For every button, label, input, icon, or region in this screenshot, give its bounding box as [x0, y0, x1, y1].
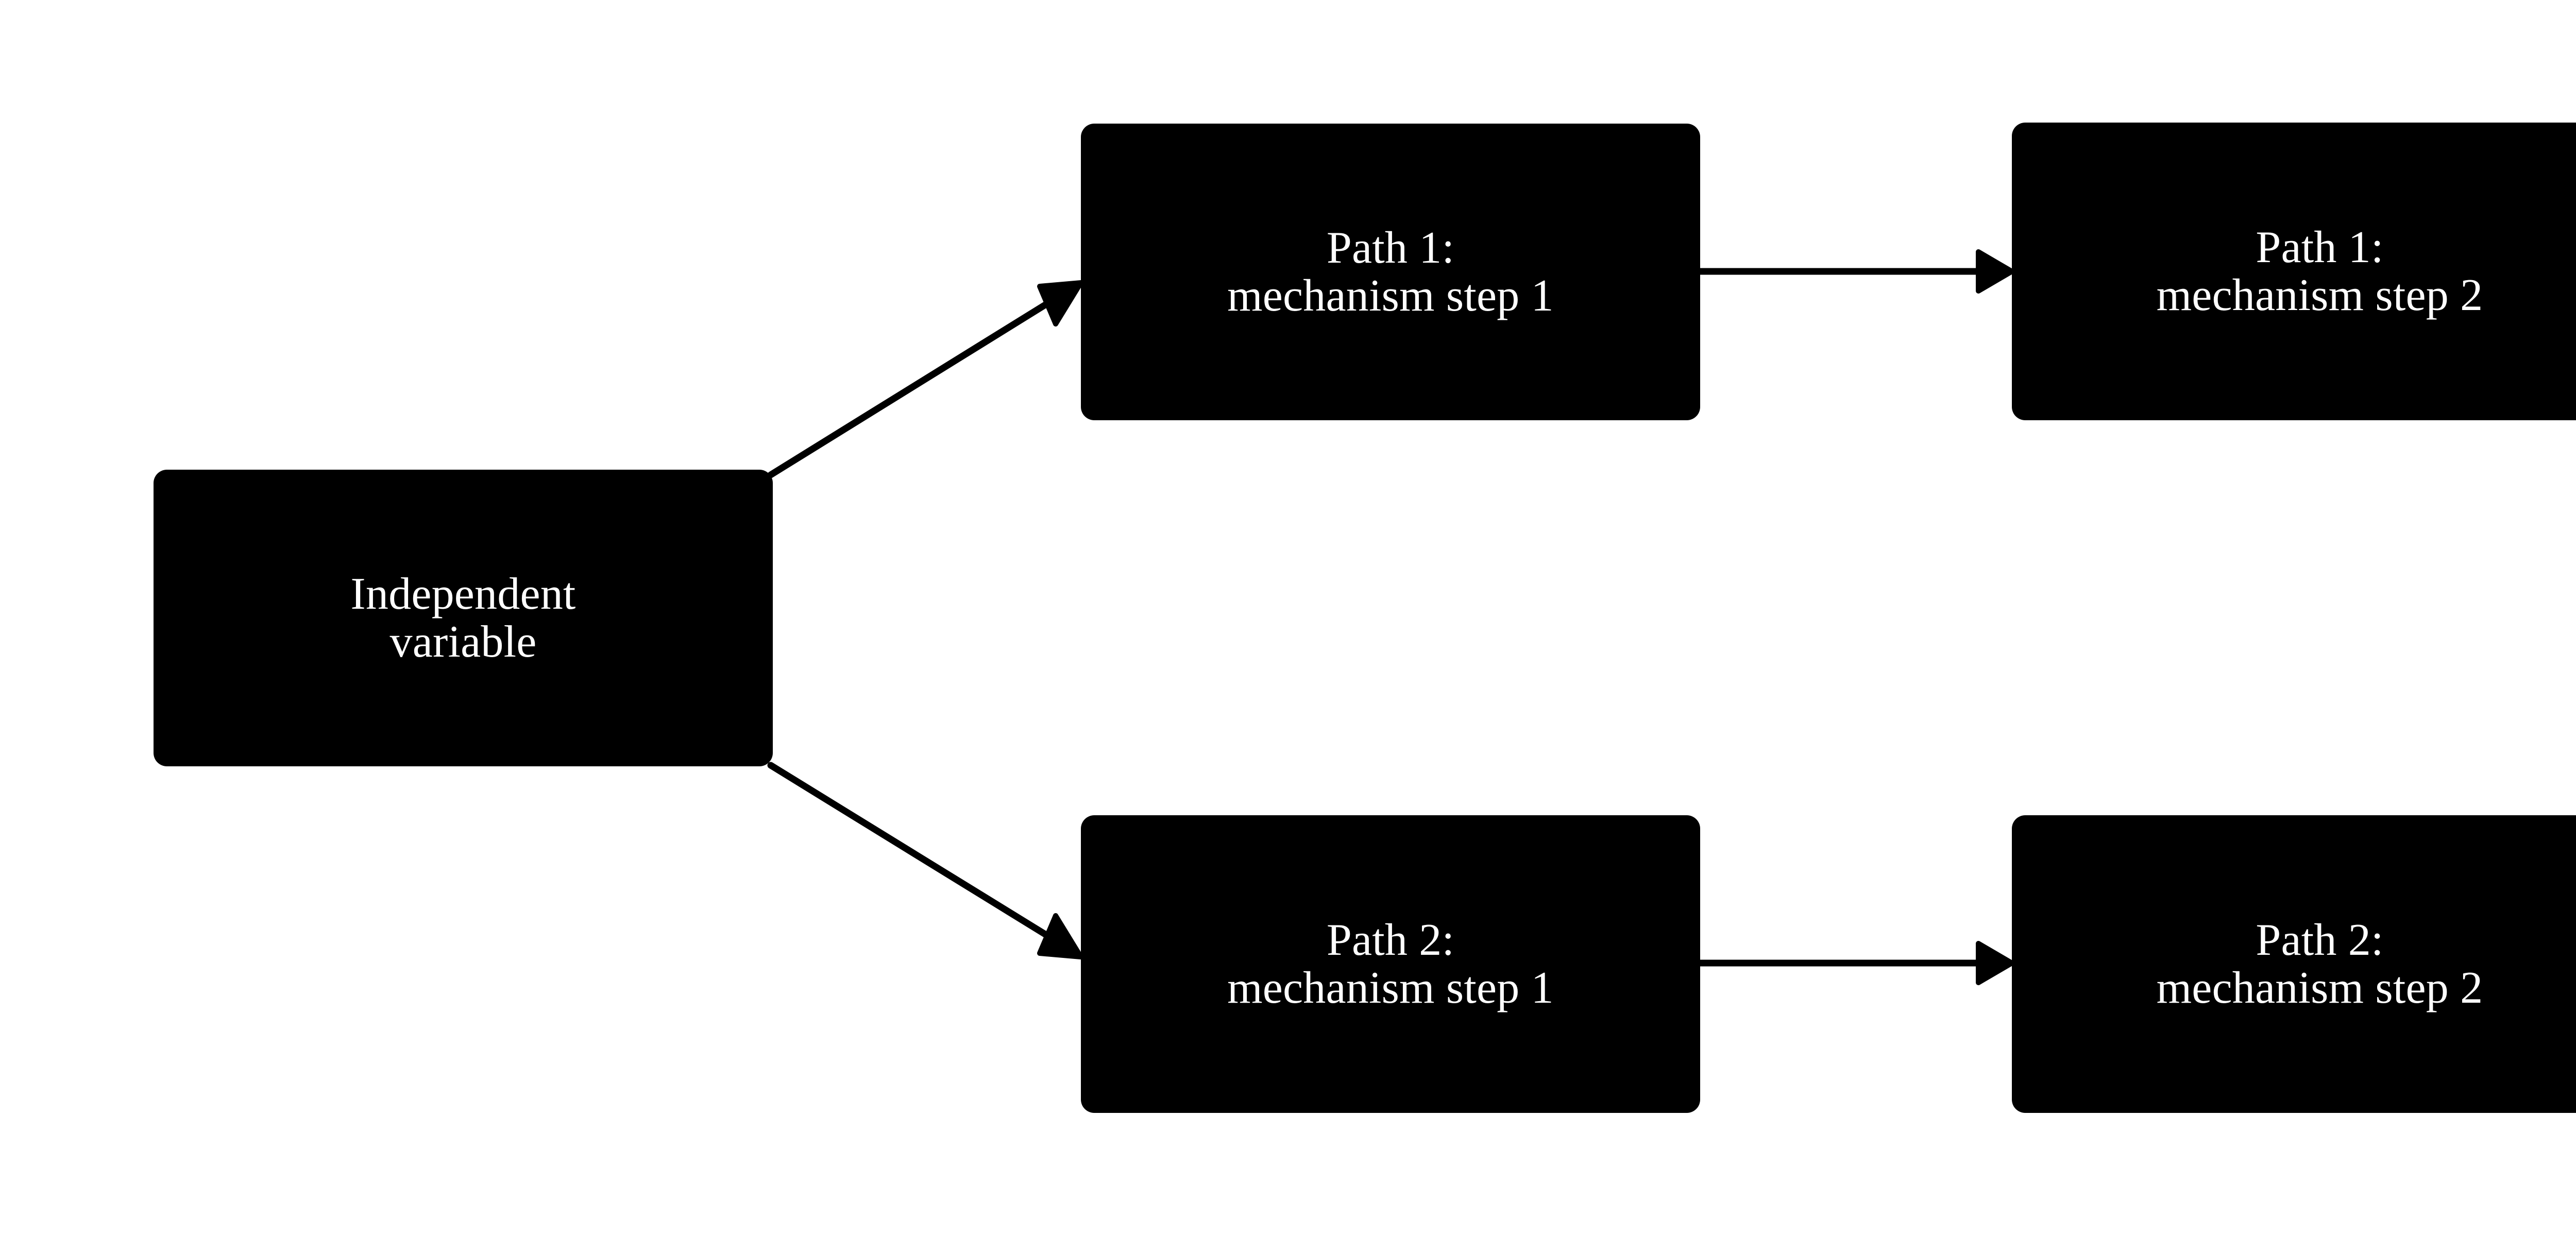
edge-line: [767, 762, 1052, 940]
edge-line: [767, 299, 1052, 478]
node-path2-mechanism-step-1[interactable]: Path 2: mechanism step 1: [1081, 815, 1700, 1113]
arrowhead-icon: [1976, 941, 2014, 985]
node-label: Independent variable: [350, 569, 576, 667]
node-label: Path 1: mechanism step 2: [2156, 222, 2483, 320]
arrowhead-icon: [1037, 280, 1083, 327]
arrowhead-icon: [1976, 249, 2014, 294]
node-path1-mechanism-step-1[interactable]: Path 1: mechanism step 1: [1081, 124, 1700, 420]
arrowhead-icon: [1037, 913, 1083, 959]
node-independent-variable[interactable]: Independent variable: [154, 470, 773, 766]
node-path2-mechanism-step-2[interactable]: Path 2: mechanism step 2: [2012, 815, 2576, 1113]
node-label: Path 1: mechanism step 1: [1227, 222, 1554, 321]
node-label: Path 2: mechanism step 1: [1227, 915, 1554, 1013]
edge-independent-to-path2-step1: [767, 762, 1083, 959]
node-path1-mechanism-step-2[interactable]: Path 1: mechanism step 2: [2012, 123, 2576, 420]
edge-path1-step1-to-path1-step2: [1700, 249, 2014, 294]
edge-path2-step1-to-path2-step2: [1700, 941, 2014, 985]
node-label: Path 2: mechanism step 2: [2156, 915, 2483, 1013]
edge-independent-to-path1-step1: [767, 280, 1083, 478]
